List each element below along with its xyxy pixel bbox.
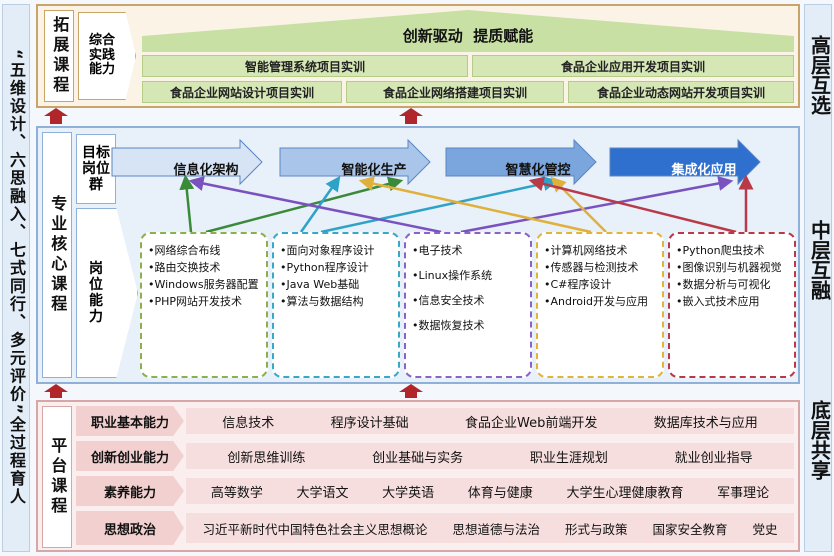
platform-row-band-2: 创新思维训练创业基础与实务职业生涯规划就业创业指导 <box>186 443 794 469</box>
core-label: 专业核心课程 <box>42 132 72 378</box>
platform-row-title-4: 思想政治 <box>76 511 184 545</box>
target-label-1: 信息化架构 <box>173 163 239 178</box>
platform-row-2: 创新创业能力 创新思维训练创业基础与实务职业生涯规划就业创业指导 <box>76 441 794 471</box>
right-bot-label: 底层共享 <box>807 400 832 480</box>
expand-sublabel: 综合实践能力 <box>78 12 136 100</box>
platform-row-band-1: 信息技术程序设计基础食品企业Web前端开发数据库技术与应用 <box>186 408 794 434</box>
connector-arrows-top <box>44 108 423 124</box>
platform-label: 平台课程 <box>42 406 72 548</box>
platform-row-band-3: 高等数学大学语文大学英语体育与健康大学生心理健康教育军事理论 <box>186 478 794 504</box>
expand-bar-5: 食品企业动态网站开发项目实训 <box>568 81 794 103</box>
ability-box-2: •面向对象程序设计•Python程序设计•Java Web基础•算法与数据结构 <box>272 232 400 378</box>
left-side-text: “五维设计、六思融入、七式同行、多元评价”全过程育人 <box>7 49 26 507</box>
target-arrow-3 <box>445 138 597 186</box>
target-arrow-4 <box>609 138 761 186</box>
ability-box-1: •网络综合布线•路由交换技术•Windows服务器配置•PHP网站开发技术 <box>140 232 268 378</box>
target-label-4: 集成化应用 <box>671 163 737 178</box>
right-top-label: 高层互选 <box>807 35 832 115</box>
expand-label: 拓展课程 <box>44 10 74 102</box>
ability-box-5: •Python爬虫技术•图像识别与机器视觉•数据分析与可视化•嵌入式技术应用 <box>668 232 796 378</box>
platform-row-title-2: 创新创业能力 <box>76 441 184 471</box>
ability-box-4: •计算机网络技术•传感器与检测技术•C#程序设计•Android开发与应用 <box>536 232 664 378</box>
target-arrow-2 <box>279 138 431 186</box>
right-side-panel: 高层互选 中层互融 底层共享 <box>804 4 832 552</box>
target-label-2: 智能化生产 <box>341 163 407 178</box>
connector-arrows-bottom <box>44 384 423 398</box>
expand-banner: 创新驱动 提质赋能 <box>142 10 794 52</box>
expand-bar-1: 智能管理系统项目实训 <box>142 55 468 77</box>
platform-row-4: 思想政治 习近平新时代中国特色社会主义思想概论思想道德与法治形式与政策国家安全教… <box>76 511 794 545</box>
connection-lines <box>179 174 754 234</box>
expand-bar-2: 食品企业应用开发项目实训 <box>472 55 794 77</box>
platform-row-title-3: 素养能力 <box>76 476 184 506</box>
platform-row-band-4: 习近平新时代中国特色社会主义思想概论思想道德与法治形式与政策国家安全教育党史 <box>186 513 794 543</box>
expand-bar-4: 食品企业网络搭建项目实训 <box>346 81 564 103</box>
platform-row-1: 职业基本能力 信息技术程序设计基础食品企业Web前端开发数据库技术与应用 <box>76 406 794 436</box>
expand-bar-3: 食品企业网站设计项目实训 <box>142 81 342 103</box>
platform-row-title-1: 职业基本能力 <box>76 406 184 436</box>
right-mid-label: 中层互融 <box>807 220 832 300</box>
target-arrows <box>111 138 761 186</box>
platform-row-3: 素养能力 高等数学大学语文大学英语体育与健康大学生心理健康教育军事理论 <box>76 476 794 506</box>
target-label-3: 智慧化管控 <box>505 163 571 178</box>
ability-box-3: •电子技术•Linux操作系统•信息安全技术•数据恢复技术 <box>404 232 532 378</box>
target-arrow-1 <box>111 138 263 186</box>
expand-section: 拓展课程 综合实践能力 创新驱动 提质赋能 智能管理系统项目实训 食品企业应用开… <box>36 4 800 108</box>
left-side-panel: “五维设计、六思融入、七式同行、多元评价”全过程育人 <box>2 4 30 552</box>
